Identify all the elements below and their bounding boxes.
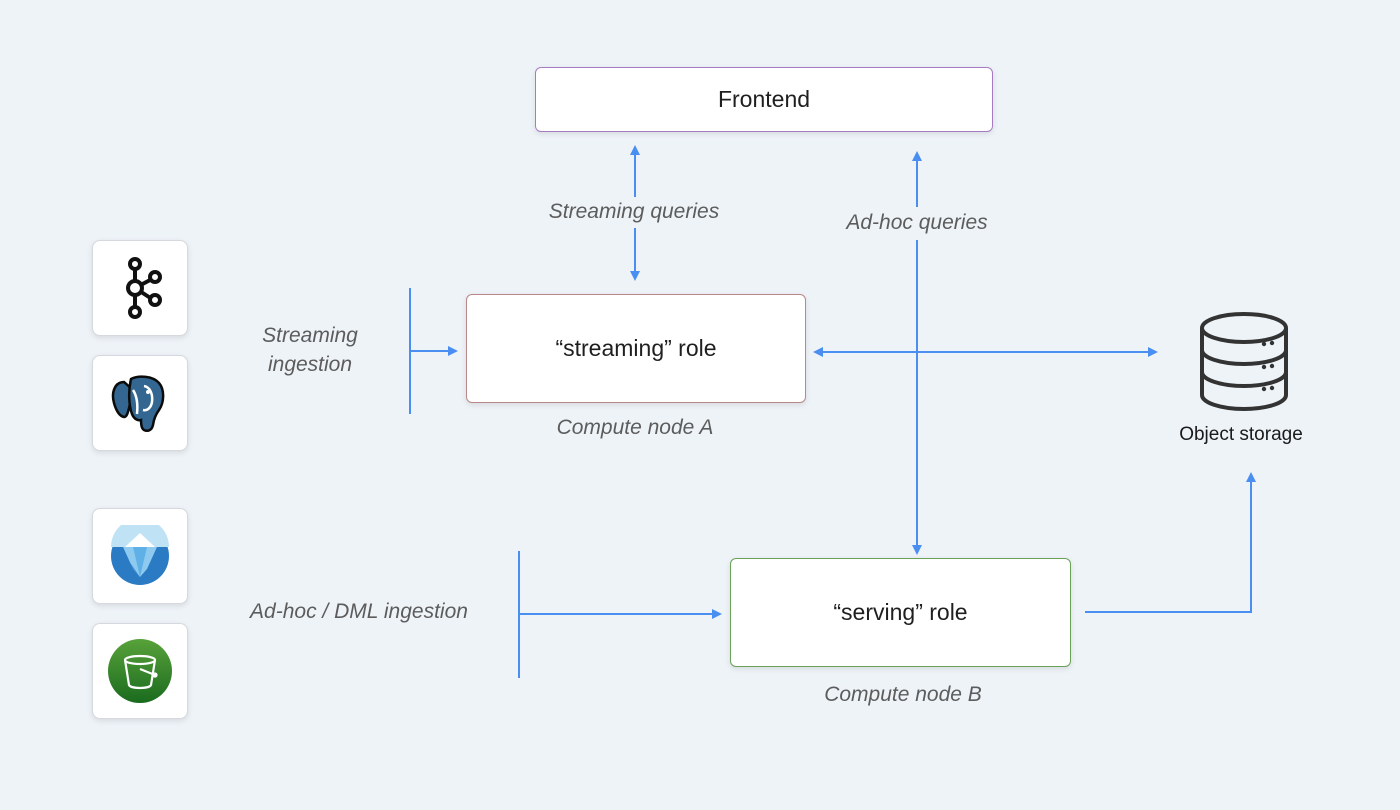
iceberg-source: [92, 508, 188, 604]
adhoc-queries-label: Ad-hoc queries: [846, 211, 988, 234]
database-icon: [1200, 312, 1288, 411]
compute-node-b-label: Compute node B: [824, 683, 982, 706]
s3-bucket-source: [92, 623, 188, 719]
streaming-ingestion-label-line1: Streaming: [262, 324, 358, 347]
postgresql-source: [92, 355, 188, 451]
s3-bucket-icon: [108, 639, 172, 703]
iceberg-icon: [111, 525, 169, 585]
kafka-source: [92, 240, 188, 336]
compute-node-a-label: Compute node A: [556, 416, 714, 439]
kafka-icon: [126, 257, 162, 319]
streaming-role-node: “streaming” role: [466, 294, 806, 403]
frontend-node: Frontend: [535, 67, 993, 132]
streaming-ingestion-label-line2: ingestion: [267, 353, 353, 376]
postgresql-icon: [111, 375, 165, 433]
serving-storage-arrow: [1085, 472, 1256, 613]
serving-role-label: “serving” role: [833, 599, 968, 625]
serving-role-node: “serving” role: [730, 558, 1071, 667]
streaming-queries-label: Streaming queries: [548, 200, 720, 223]
streaming-role-label: “streaming” role: [555, 335, 717, 361]
adhoc-dml-ingestion-label: Ad-hoc / DML ingestion: [250, 600, 468, 623]
object-storage-label: Object storage: [1179, 424, 1303, 445]
frontend-label: Frontend: [717, 86, 811, 112]
